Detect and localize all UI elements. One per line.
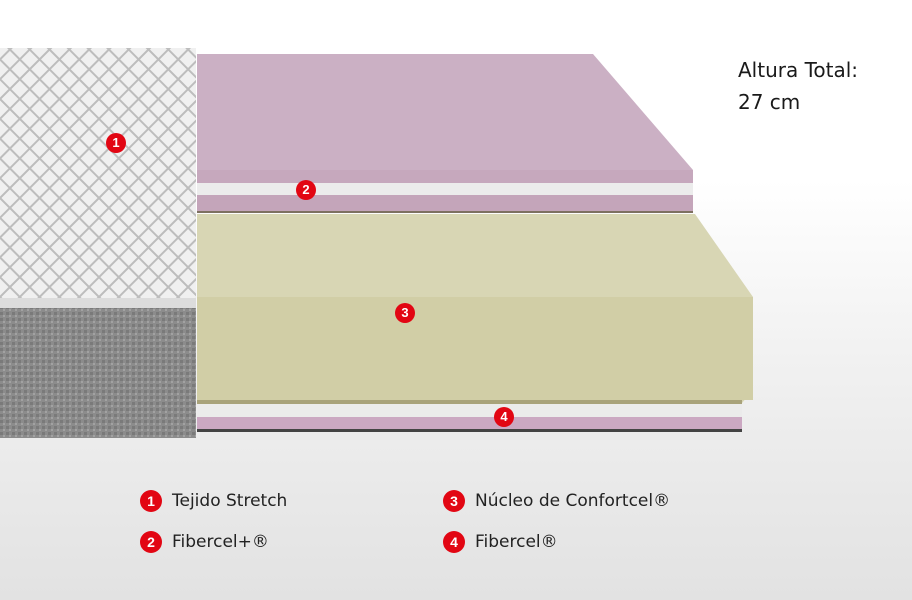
total-height-label: Altura Total:	[738, 58, 859, 82]
legend-badge: 1	[140, 490, 162, 512]
legend-label: Tejido Stretch	[172, 491, 288, 511]
legend-label: Núcleo de Confortcel®	[475, 491, 671, 511]
legend-label: Fibercel®	[475, 532, 558, 552]
legend-item-3: 3 Núcleo de Confortcel®	[443, 490, 670, 512]
marker-2: 2	[296, 180, 316, 200]
legend-item-1: 1 Tejido Stretch	[140, 490, 287, 512]
legend-item-4: 4 Fibercel®	[443, 531, 558, 553]
total-height-value: 27 cm	[738, 90, 801, 114]
layer-fibercel	[197, 400, 742, 432]
fabric-cover	[0, 48, 196, 438]
marker-1: 1	[106, 133, 126, 153]
legend-badge: 4	[443, 531, 465, 553]
legend-badge: 2	[140, 531, 162, 553]
total-height-note: Altura Total: 27 cm	[738, 54, 858, 118]
legend-label: Fibercel+®	[172, 532, 269, 552]
layer-fibercel-plus	[197, 54, 693, 213]
legend-badge: 3	[443, 490, 465, 512]
layer-confortcel-core	[197, 214, 753, 403]
marker-4: 4	[494, 407, 514, 427]
marker-3: 3	[395, 303, 415, 323]
legend-item-2: 2 Fibercel+®	[140, 531, 269, 553]
